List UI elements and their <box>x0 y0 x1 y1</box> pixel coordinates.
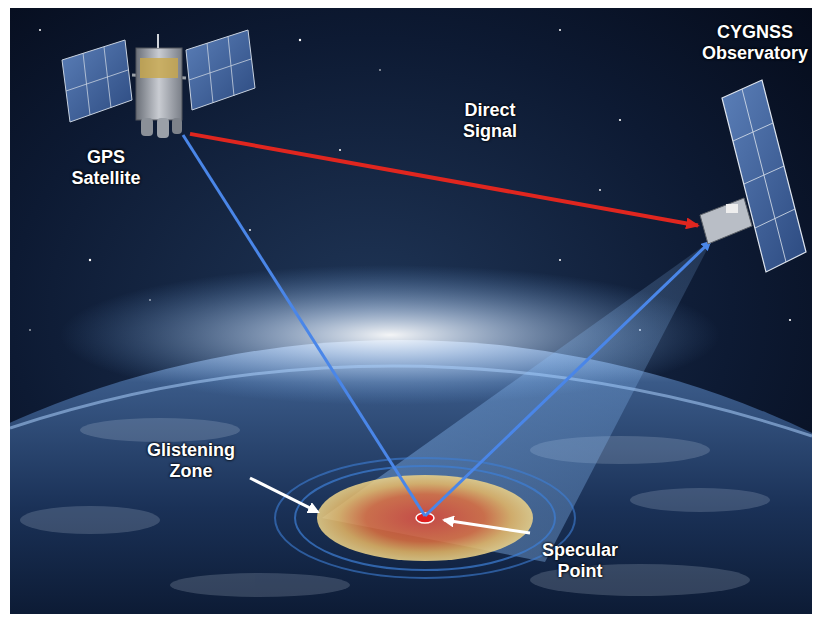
antenna <box>172 118 182 134</box>
star <box>559 259 561 261</box>
zone-area <box>317 475 533 561</box>
satellite-body <box>700 198 752 244</box>
satellite-label: GPS Satellite <box>60 147 152 189</box>
cygnss-observatory-icon <box>700 80 806 272</box>
star <box>559 29 561 31</box>
star <box>789 319 791 321</box>
solar-panel <box>186 30 255 110</box>
panel-grid <box>733 89 795 262</box>
mast <box>157 34 159 48</box>
panel-grid <box>66 47 128 115</box>
zone-ring <box>295 466 555 570</box>
leader-arrow <box>250 478 318 512</box>
callout-label: Specular Point <box>538 540 622 582</box>
space-scene <box>10 8 812 614</box>
star <box>249 229 251 231</box>
satellite-label: CYGNSS Observatory <box>698 22 812 64</box>
cloud <box>630 488 770 512</box>
antenna <box>141 118 153 136</box>
glistening-zone <box>275 458 575 578</box>
antenna <box>157 118 169 138</box>
cloud <box>20 506 160 534</box>
solar-panel <box>722 80 806 272</box>
signal-arrow <box>190 134 698 226</box>
gps-satellite-icon <box>62 30 255 138</box>
signal-label: Direct Signal <box>454 100 526 142</box>
cloud <box>170 573 350 597</box>
star <box>29 329 31 331</box>
cloud <box>80 418 240 442</box>
star <box>89 259 91 261</box>
satellite-node: CYGNSS Observatory <box>698 22 812 290</box>
panel-grid <box>189 36 251 103</box>
zone-ring <box>275 458 575 578</box>
clouds <box>20 418 770 597</box>
gold-foil <box>140 58 178 78</box>
star <box>39 29 41 31</box>
satellite-body <box>136 48 182 120</box>
star <box>619 119 621 121</box>
star <box>339 149 341 151</box>
star <box>379 69 381 71</box>
solar-panel <box>62 40 132 122</box>
reflected-signal <box>425 242 710 516</box>
star <box>299 39 301 41</box>
star <box>599 189 601 191</box>
callout-label: Glistening Zone <box>138 440 244 482</box>
satellite-node: GPS Satellite <box>60 25 190 200</box>
sensor <box>726 204 738 213</box>
leader-arrow <box>444 520 530 533</box>
atmosphere-limb <box>10 366 812 436</box>
